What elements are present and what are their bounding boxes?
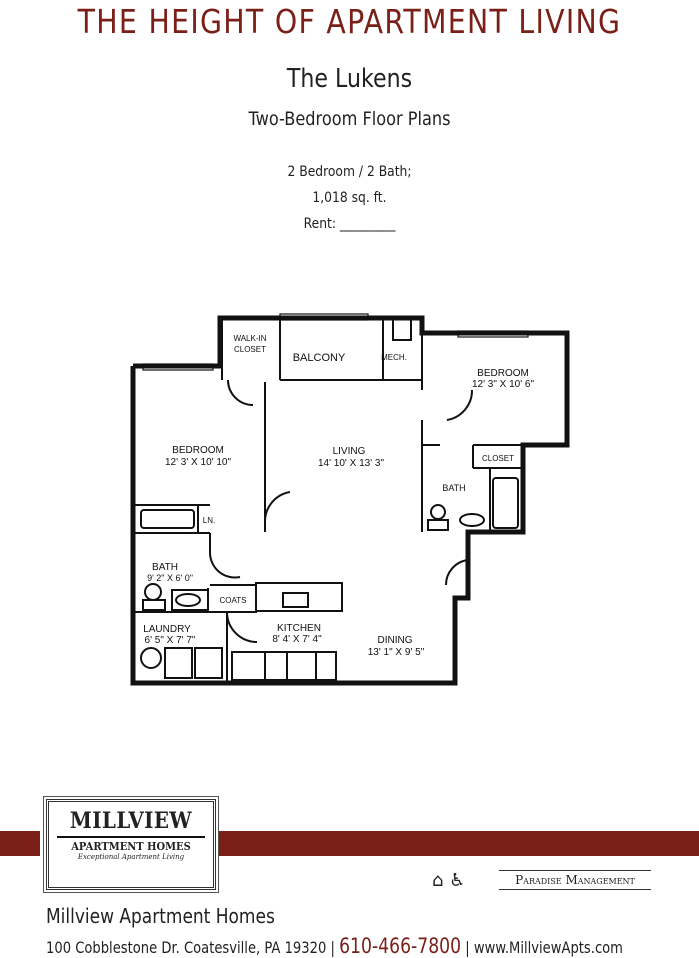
brand-bar-left (0, 831, 40, 856)
kitchen-dimensions: 8' 4' X 7' 4" (272, 634, 322, 645)
coats-label: COATS (220, 596, 247, 605)
square-footage: 1,018 sq. ft. (312, 190, 387, 206)
bath1-dimensions: 9' 2" X 6' 0" (147, 573, 193, 583)
kitchen-label: KITCHEN (277, 623, 321, 634)
property-name: The Lukens (286, 64, 413, 94)
logo-line2: APARTMENT HOMES (71, 840, 191, 853)
balcony-label: BALCONY (293, 352, 346, 364)
mech-label: MECH. (381, 353, 407, 362)
living-label: LIVING (333, 446, 366, 457)
footer-address: 100 Cobblestone Dr. Coatesville, PA 1932… (46, 938, 327, 957)
living-dimensions: 14' 10' X 13' 3" (318, 458, 384, 469)
logo-rule (57, 836, 205, 838)
closet-label: CLOSET (482, 454, 514, 463)
footer-separator: | (465, 938, 470, 957)
interior-walls (133, 317, 523, 683)
bedroom1-dimensions: 12' 3' X 10' 10" (165, 457, 231, 468)
equal-housing-icon: ⌂ (432, 870, 444, 891)
bedroom2-label: BEDROOM (477, 368, 529, 379)
bath1-label: BATH (152, 562, 178, 573)
wheelchair-accessible-icon: ♿ (449, 870, 466, 891)
logo-line1: MILLVIEW (69, 808, 193, 834)
floor-plan-lines (130, 313, 570, 686)
subtitle: Two-Bedroom Floor Plans (248, 108, 451, 130)
logo-tagline: Exceptional Apartment Living (77, 853, 185, 861)
laundry-dimensions: 6' 5" X 7' 7" (145, 635, 196, 646)
compliance-icons: ⌂ ♿ (432, 870, 465, 891)
footer-contact: 100 Cobblestone Dr. Coatesville, PA 1932… (46, 934, 623, 958)
footer-company: Millview Apartment Homes (46, 904, 275, 928)
windows (142, 313, 529, 371)
brand-bar-right (219, 831, 699, 856)
rent: Rent: _________ (303, 216, 396, 232)
laundry-label: LAUNDRY (143, 624, 191, 635)
footer-phone[interactable]: 610-466-7800 (339, 934, 462, 958)
millview-logo: MILLVIEW APARTMENT HOMES Exceptional Apa… (43, 796, 219, 893)
walk-in-closet-label-2: CLOSET (234, 345, 266, 354)
beds-baths: 2 Bedroom / 2 Bath; (287, 164, 412, 180)
walk-in-closet-label-1: WALK-IN (233, 334, 266, 343)
paradise-management-logo: Paradise Management (499, 870, 651, 890)
footer-separator: | (330, 938, 335, 957)
dining-dimensions: 13' 1" X 9' 5" (368, 647, 425, 658)
bedroom2-dimensions: 12' 3" X 10' 6" (472, 379, 535, 390)
linen-label: LN. (203, 516, 215, 525)
footer-website[interactable]: www.MillviewApts.com (473, 938, 623, 957)
bedroom1-label: BEDROOM (172, 445, 224, 456)
bath2-label: BATH (442, 483, 465, 493)
dining-label: DINING (378, 635, 413, 646)
headline: THE HEIGHT OF APARTMENT LIVING (77, 2, 622, 41)
